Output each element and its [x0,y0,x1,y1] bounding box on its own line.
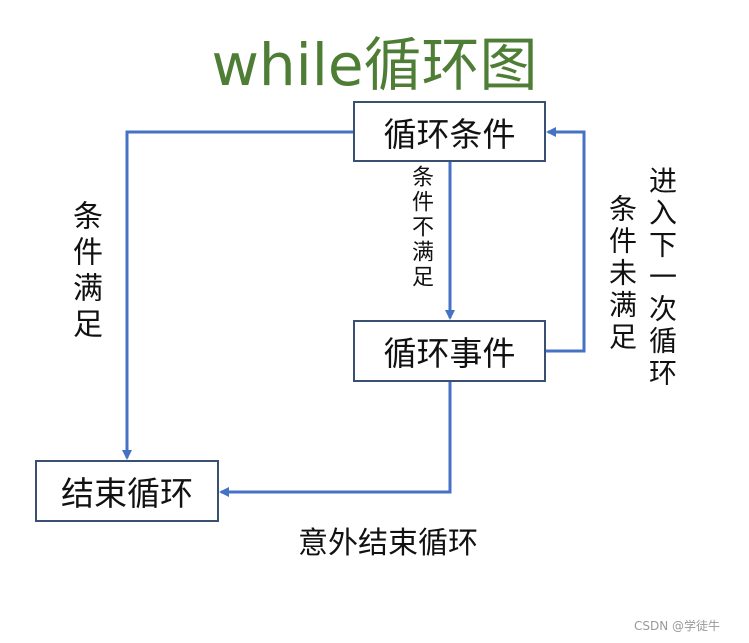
arrow-condition-to-end [122,130,353,460]
condition-unmet-label: 条件未满足 [605,194,638,354]
enter-next-loop-label: 进入下一次循环 [645,166,678,390]
diagram-title: while循环图 [211,31,538,99]
arrow-event-to-end [219,382,452,497]
condition-met-label: 条件满足 [67,200,102,344]
end-loop-box: 结束循环 [35,460,219,522]
unexpected-end-label: 意外结束循环 [298,526,478,561]
arrow-event-to-condition [546,127,586,353]
condition-not-met-label: 条件不满足 [408,165,433,290]
loop-event-box: 循环事件 [353,320,546,382]
loop-condition-box: 循环条件 [353,101,546,162]
watermark: CSDN @学徒牛 [634,619,721,633]
